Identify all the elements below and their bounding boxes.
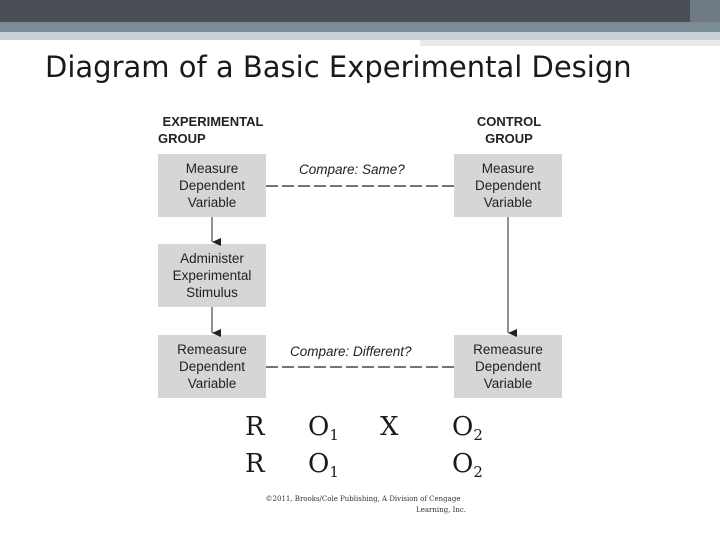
exp-administer-line2: Experimental — [172, 268, 252, 283]
notation-x-row1: X — [380, 412, 399, 442]
slide-title: Diagram of a Basic Experimental Design — [45, 50, 632, 84]
ctrl-measure-box: Measure Dependent Variable — [454, 154, 562, 217]
exp-administer-box: Administer Experimental Stimulus — [158, 244, 266, 307]
notation-o1-row1: O1 — [308, 412, 339, 444]
accent-band-light — [0, 32, 720, 40]
exp-administer-line3: Stimulus — [186, 285, 238, 300]
ctrl-remeasure-line1: Remeasure — [473, 342, 543, 357]
experimental-group-label-line2: GROUP — [158, 131, 206, 146]
credit-line1: ©2011, Brooks/Cole Publishing, A Divisio… — [265, 495, 461, 503]
notation-r-row1: R — [245, 412, 265, 442]
accent-band-faint — [420, 40, 720, 46]
exp-measure-box: Measure Dependent Variable — [158, 154, 266, 217]
exp-measure-line2: Dependent — [178, 178, 246, 193]
ctrl-remeasure-line2: Dependent — [474, 359, 542, 374]
exp-remeasure-line2: Dependent — [178, 359, 246, 374]
notation-o1-row2-letter: O — [308, 449, 330, 479]
exp-remeasure-line1: Remeasure — [177, 342, 247, 357]
credit-line2: Learning, Inc. — [416, 506, 466, 514]
notation-o2-row1-sub: 2 — [473, 426, 483, 444]
copyright-credit: ©2011, Brooks/Cole Publishing, A Divisio… — [258, 494, 468, 516]
top-decorative-bar — [0, 0, 720, 22]
ctrl-measure-line2: Dependent — [474, 178, 542, 193]
notation-o1-row1-sub: 1 — [329, 426, 339, 444]
notation-o1-row2: O1 — [308, 449, 339, 481]
ctrl-measure-line1: Measure — [481, 161, 535, 176]
exp-measure-line3: Variable — [187, 195, 237, 210]
notation-r-row2: R — [245, 449, 265, 479]
notation-o2-row2-sub: 2 — [473, 463, 483, 481]
notation-o2-row1: O2 — [452, 412, 483, 444]
accent-band — [0, 22, 720, 32]
exp-measure-line1: Measure — [185, 161, 239, 176]
compare-same-label: Compare: Same? — [299, 162, 405, 177]
exp-remeasure-line3: Variable — [187, 376, 237, 391]
control-group-label: CONTROL GROUP — [462, 113, 556, 147]
exp-administer-line1: Administer — [180, 251, 244, 266]
control-group-label-line2: GROUP — [485, 131, 533, 146]
notation-o2-row1-letter: O — [452, 412, 474, 442]
ctrl-remeasure-box: Remeasure Dependent Variable — [454, 335, 562, 398]
notation-o2-row2: O2 — [452, 449, 483, 481]
top-bar-segment — [690, 0, 720, 22]
exp-remeasure-box: Remeasure Dependent Variable — [158, 335, 266, 398]
experimental-group-label-line1: EXPERIMENTAL — [162, 114, 264, 129]
control-group-label-line1: CONTROL — [476, 114, 542, 129]
notation-o2-row2-letter: O — [452, 449, 474, 479]
notation-o1-row2-sub: 1 — [329, 463, 339, 481]
experimental-group-label: EXPERIMENTAL GROUP — [150, 113, 276, 147]
compare-different-label: Compare: Different? — [290, 344, 412, 359]
notation-o1-row1-letter: O — [308, 412, 330, 442]
ctrl-measure-line3: Variable — [483, 195, 533, 210]
ctrl-remeasure-line3: Variable — [483, 376, 533, 391]
